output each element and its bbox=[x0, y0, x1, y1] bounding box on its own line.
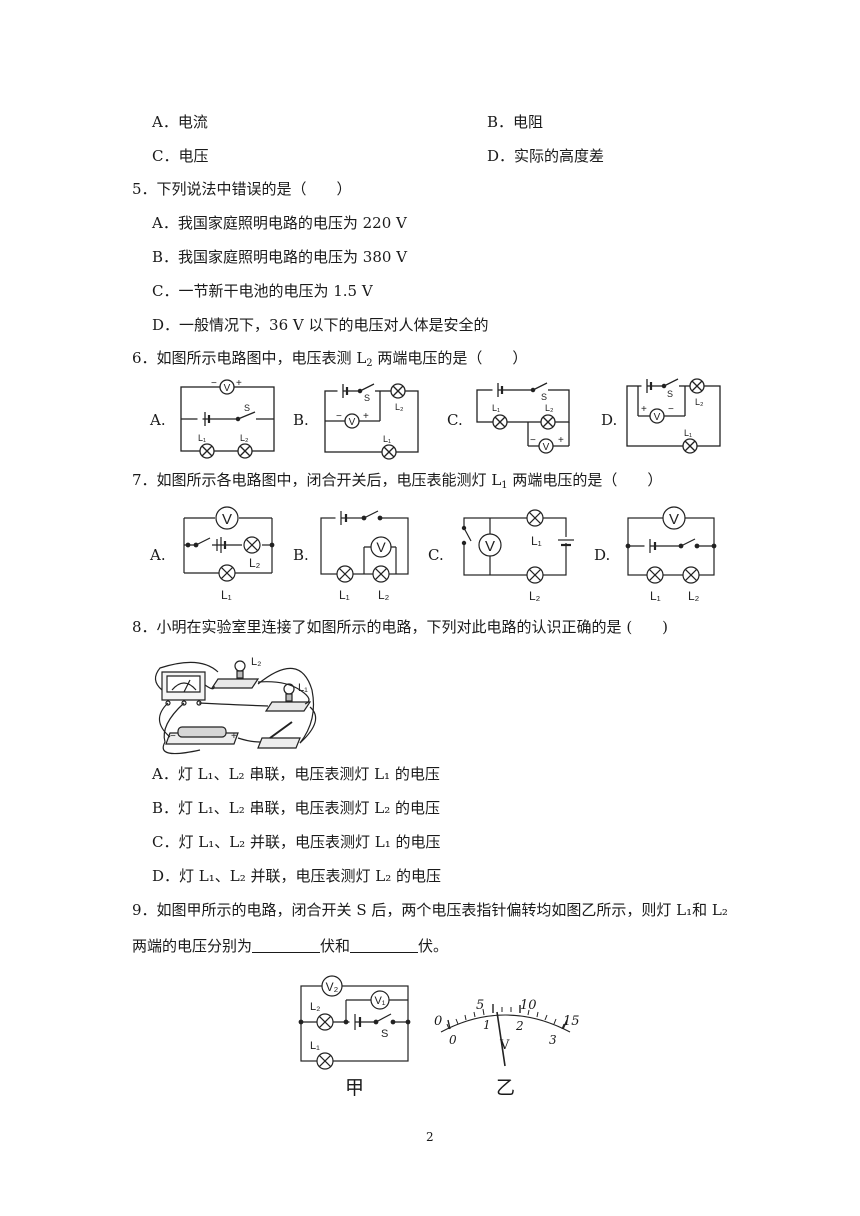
svg-text:L₂: L₂ bbox=[251, 656, 261, 668]
q4-option-c: C．电压 bbox=[152, 147, 209, 165]
q8-circuit-drawing: L₂ L₁ − + bbox=[154, 656, 317, 755]
meter-bottom-0: 0 bbox=[449, 1033, 457, 1047]
q7-circuit-d: V L₁ L₂ bbox=[625, 506, 717, 603]
q9-circuit-jia: V₂ V₁ L₂ S L₁ bbox=[298, 975, 411, 1070]
svg-text:−: − bbox=[336, 411, 342, 422]
svg-text:−: − bbox=[530, 435, 536, 446]
figure-label-jia: 甲 bbox=[345, 1077, 365, 1099]
q6-circuit-c: S L₁ L₂ V − + bbox=[476, 382, 570, 454]
svg-text:L₂: L₂ bbox=[529, 589, 541, 603]
q7-label-b: B. bbox=[293, 546, 309, 564]
q4-option-d: D．实际的高度差 bbox=[487, 147, 605, 165]
q8-option-c: C．灯 L₁、L₂ 并联，电压表测灯 L₁ 的电压 bbox=[152, 833, 441, 851]
q6-label-d: D. bbox=[601, 411, 618, 429]
q9-line2: 两端的电压分别为伏和伏。 bbox=[132, 937, 449, 955]
svg-text:L₂: L₂ bbox=[695, 397, 704, 407]
q9-meter-yi bbox=[440, 1004, 571, 1067]
meter-bottom-3: 3 bbox=[549, 1033, 557, 1047]
svg-text:L₁: L₁ bbox=[650, 589, 661, 603]
svg-text:L₂: L₂ bbox=[395, 402, 404, 412]
meter-bottom-2: 2 bbox=[516, 1019, 524, 1033]
svg-text:L₁: L₁ bbox=[198, 433, 206, 443]
meter-top-10: 10 bbox=[520, 998, 537, 1013]
q4-option-a: A．电流 bbox=[152, 113, 208, 131]
svg-text:L₂: L₂ bbox=[545, 403, 554, 413]
svg-text:V₂: V₂ bbox=[326, 980, 339, 994]
svg-text:L₂: L₂ bbox=[688, 589, 700, 603]
q6-label-a: A. bbox=[150, 411, 166, 429]
q7-stem: 7．如图所示各电路图中，闭合开关后，电压表能测灯 L1 两端电压的是（ ） bbox=[132, 471, 663, 491]
svg-text:V: V bbox=[669, 511, 679, 528]
svg-text:L₁: L₁ bbox=[492, 403, 500, 413]
svg-text:V: V bbox=[222, 511, 232, 528]
q7-circuit-a: V L₂ L₁ bbox=[183, 506, 275, 602]
svg-text:L₁: L₁ bbox=[684, 428, 692, 438]
figure-label-yi: 乙 bbox=[496, 1077, 516, 1099]
svg-text:V: V bbox=[224, 383, 231, 394]
svg-text:L₁: L₁ bbox=[221, 588, 232, 602]
meter-top-5: 5 bbox=[476, 998, 485, 1013]
svg-text:L₂: L₂ bbox=[240, 433, 249, 443]
svg-text:L₁: L₁ bbox=[298, 682, 308, 694]
q5-option-a: A．我国家庭照明电路的电压为 220 V bbox=[152, 214, 407, 232]
q5-option-b: B．我国家庭照明电路的电压为 380 V bbox=[152, 248, 408, 266]
answer-blank-1[interactable] bbox=[252, 938, 321, 953]
svg-text:L₂: L₂ bbox=[310, 1001, 320, 1013]
meter-top-0: 0 bbox=[434, 1014, 443, 1029]
q8-option-d: D．灯 L₁、L₂ 并联，电压表测灯 L₂ 的电压 bbox=[152, 867, 442, 885]
svg-text:V: V bbox=[376, 539, 386, 555]
svg-text:+: + bbox=[558, 435, 564, 446]
svg-text:−: − bbox=[211, 378, 217, 389]
svg-text:S: S bbox=[381, 1028, 388, 1040]
q7-label-c: C. bbox=[428, 546, 444, 564]
svg-text:S: S bbox=[244, 403, 250, 413]
svg-text:V: V bbox=[485, 538, 495, 555]
q8-option-b: B．灯 L₁、L₂ 串联，电压表测灯 L₂ 的电压 bbox=[152, 799, 441, 817]
svg-text:+: + bbox=[363, 411, 369, 422]
q6-circuit-d: S L₂ V + − L₁ bbox=[626, 378, 721, 454]
answer-blank-2[interactable] bbox=[350, 938, 419, 953]
q7-label-d: D. bbox=[594, 546, 611, 564]
svg-text:S: S bbox=[541, 392, 547, 402]
svg-text:V: V bbox=[543, 442, 550, 453]
svg-text:L₂: L₂ bbox=[249, 556, 261, 570]
svg-text:S: S bbox=[364, 393, 370, 403]
q7-label-a: A. bbox=[150, 546, 166, 564]
svg-text:L₁: L₁ bbox=[310, 1040, 320, 1052]
q6-circuit-a: V − + S L₁ L₂ bbox=[180, 378, 275, 459]
q5-option-c: C．一节新干电池的电压为 1.5 V bbox=[152, 282, 373, 300]
svg-text:V: V bbox=[349, 417, 356, 428]
q4-option-b: B．电阻 bbox=[487, 113, 544, 131]
svg-text:L₁: L₁ bbox=[339, 588, 350, 602]
meter-unit: V bbox=[500, 1038, 510, 1053]
svg-text:V: V bbox=[654, 412, 661, 423]
q8-stem: 8．小明在实验室里连接了如图所示的电路，下列对此电路的认识正确的是 ( ) bbox=[132, 618, 669, 636]
svg-text:+: + bbox=[231, 731, 237, 742]
svg-text:+: + bbox=[641, 404, 647, 415]
svg-text:−: − bbox=[170, 731, 176, 742]
svg-text:−: − bbox=[668, 404, 674, 415]
svg-text:L₁: L₁ bbox=[383, 434, 391, 444]
q8-option-a: A．灯 L₁、L₂ 串联，电压表测灯 L₁ 的电压 bbox=[152, 765, 440, 783]
q6-stem: 6．如图所示电路图中，电压表测 L2 两端电压的是（ ） bbox=[132, 349, 528, 369]
q9-line1: 9．如图甲所示的电路，闭合开关 S 后，两个电压表指针偏转均如图乙所示，则灯 L… bbox=[132, 901, 728, 919]
svg-text:L₂: L₂ bbox=[378, 588, 390, 602]
q6-circuit-b: S L₂ V − + L₁ bbox=[324, 383, 419, 460]
q7-circuit-c: V L₁ L₂ bbox=[461, 509, 574, 603]
svg-text:S: S bbox=[667, 389, 673, 399]
page-number: 2 bbox=[426, 1130, 434, 1144]
svg-text:+: + bbox=[236, 378, 242, 389]
svg-text:V₁: V₁ bbox=[374, 995, 385, 1007]
q6-label-c: C. bbox=[447, 411, 463, 429]
q5-stem: 5．下列说法中错误的是（ ） bbox=[132, 180, 352, 198]
meter-top-15: 15 bbox=[563, 1014, 580, 1029]
svg-text:L₁: L₁ bbox=[531, 534, 542, 548]
q6-label-b: B. bbox=[293, 411, 309, 429]
meter-bottom-1: 1 bbox=[483, 1018, 491, 1032]
q7-circuit-b: V L₁ L₂ bbox=[320, 510, 409, 602]
q5-option-d: D．一般情况下，36 V 以下的电压对人体是安全的 bbox=[152, 316, 489, 334]
